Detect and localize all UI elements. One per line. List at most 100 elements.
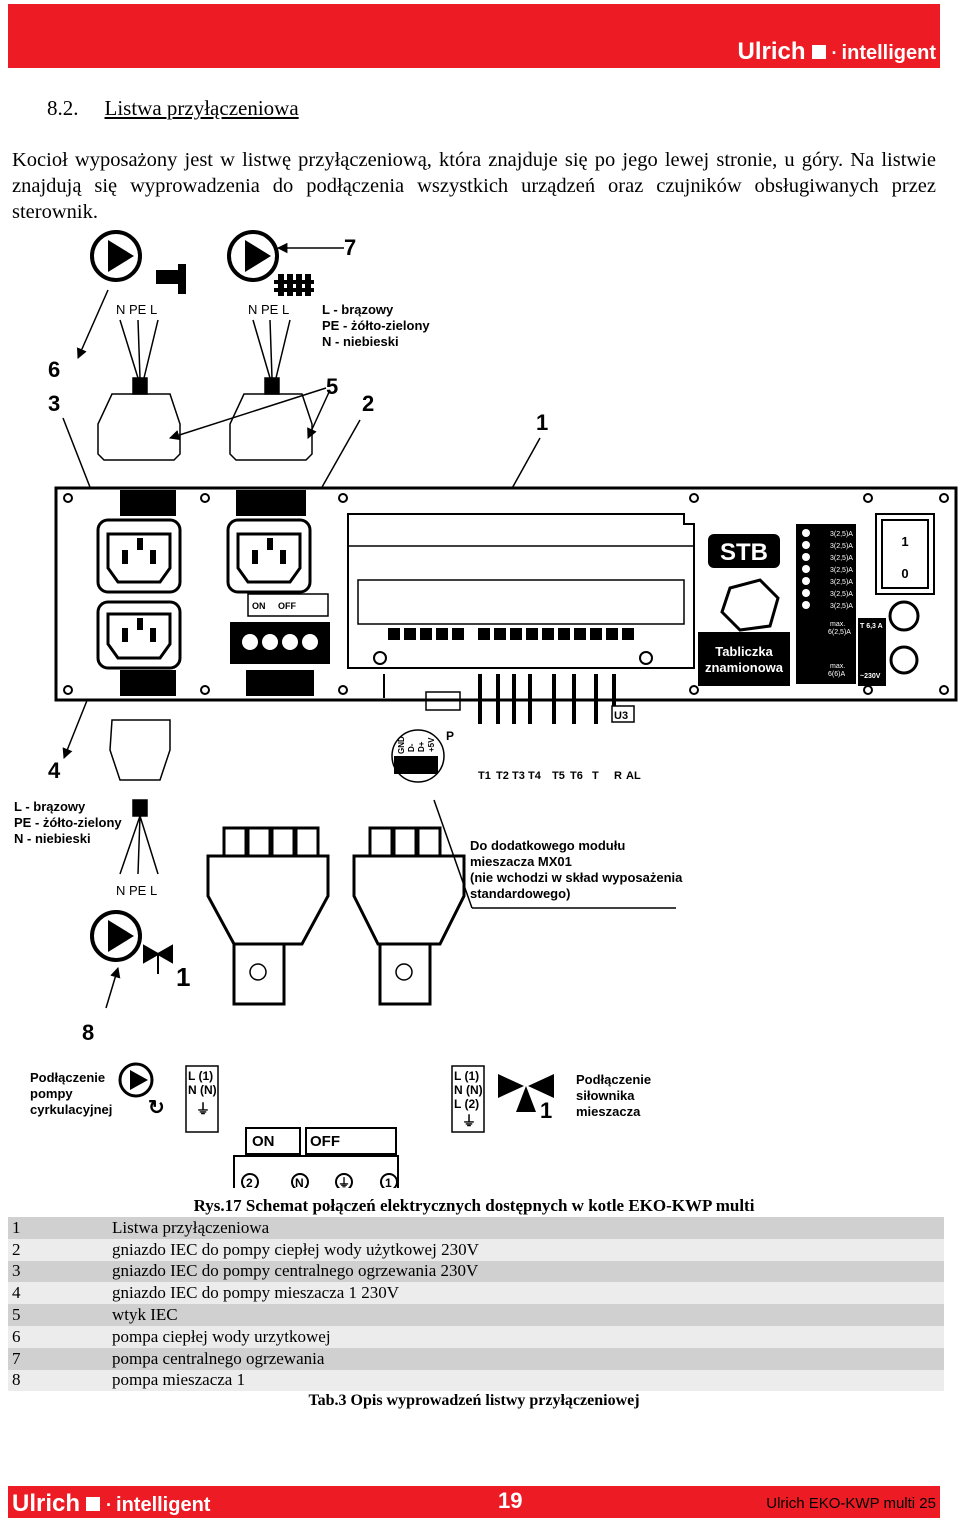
mixer-connection-label: Podłączenie siłownika mieszacza [576,1072,651,1119]
header-brand: Ulrich·intelligent [738,38,936,66]
svg-text:Podłączenie: Podłączenie [30,1070,105,1085]
svg-text:standardowego): standardowego) [470,886,570,901]
svg-text:siłownika: siłownika [576,1088,635,1103]
callout-8: 8 [82,1020,94,1045]
brand-tagline: intelligent [841,42,936,64]
svg-text:GND: GND [397,736,406,754]
svg-text:+5V: +5V [427,737,436,752]
switch-on-label: ON [252,1133,275,1150]
svg-text:T: T [592,770,599,782]
earth-icon: ⏚ [196,1101,210,1117]
mx01-note: Do dodatkowego modułu mieszacza MX01 (ni… [470,838,683,901]
svg-text:T2: T2 [496,770,509,782]
svg-text:mieszacza: mieszacza [576,1104,641,1119]
circulation-icon: ↻ [148,1097,165,1119]
footer-brand-square-icon [86,1496,101,1511]
plug-pins-bottom: N PE L [116,883,157,898]
svg-text:6(6)A: 6(6)A [828,671,845,678]
terminal-1: 1 [385,1176,392,1188]
iec-socket-ch [226,490,312,594]
intro-paragraph: Kocioł wyposażony jest w listwę przyłącz… [12,149,936,223]
footer-bar: Ulrich ·intelligent [8,1486,940,1518]
u3-label: U3 [614,710,628,722]
svg-text:T3: T3 [512,770,525,782]
dhw-pump-icon [90,230,186,294]
svg-text:OFF: OFF [278,601,296,611]
callout-4: 4 [48,758,61,783]
svg-text:ON: ON [252,601,266,611]
figure-caption: Rys.17 Schemat połączeń elektrycznych do… [193,1196,755,1215]
iec-socket-mixer [96,600,182,696]
terminal-2: 2 [246,1176,253,1188]
stb-label: STB [720,539,768,566]
mixer-terminal-l1: L (1) [454,1069,479,1083]
mixer-terminal-l2: L (2) [454,1097,479,1111]
svg-text:AL: AL [626,770,641,782]
svg-text:3(2,5)A: 3(2,5)A [830,555,853,562]
svg-text:1: 1 [540,1098,552,1123]
iec-socket-dhw [96,490,182,594]
switch-position-1: 1 [901,534,908,549]
footer-brand-dot-icon: · [106,1495,113,1515]
table-caption: Tab.3 Opis wyprowadzeń listwy przyłączen… [308,1392,640,1409]
pump-connection-label: Podłączenie pompy cyrkulacyjnej [30,1070,112,1117]
brand-square-icon [811,44,826,59]
pump-terminal-n: N (N) [188,1083,217,1097]
footer-brand-tagline: intelligent [116,1494,211,1516]
terminal-earth-icon: ⏚ [338,1176,350,1188]
svg-text:(nie wchodzi w skład wyposażen: (nie wchodzi w skład wyposażenia [470,870,683,885]
svg-text:3(2,5)A: 3(2,5)A [830,579,853,586]
brand-dot-icon: · [831,43,838,63]
svg-text:3(2,5)A: 3(2,5)A [830,567,853,574]
page-number: 19 [498,1488,523,1513]
svg-text:R: R [614,770,622,782]
switch-off-label: OFF [310,1133,340,1150]
svg-text:pompy: pompy [30,1086,73,1101]
svg-text:6(2,5)A: 6(2,5)A [828,629,851,636]
callout-3: 3 [48,391,60,416]
fuse-label: T 6,3 A [860,623,883,630]
svg-text:cyrkulacyjnej: cyrkulacyjnej [30,1102,112,1117]
svg-text:T5: T5 [552,770,565,782]
wire-legend-top-2: PE - żółto-zielony [322,318,430,333]
ch-pump-icon [227,230,314,296]
mx-plug-right [352,826,466,1006]
wire-legend-top-3: N - niebieski [322,334,399,349]
header-bar: Ulrich·intelligent [8,4,940,68]
svg-text:Do dodatkowego modułu: Do dodatkowego modułu [470,838,625,853]
footer-model: Ulrich EKO-KWP multi 25 [766,1495,936,1512]
mixer-number-1: 1 [176,962,190,992]
plug-left [97,319,181,461]
footer-brand-name: Ulrich [12,1490,81,1517]
plug-mixer [109,719,171,875]
callout-2: 2 [362,391,374,416]
svg-text:max.: max. [830,621,845,628]
svg-text:D-: D- [407,743,416,752]
switch-position-0: 0 [901,566,908,581]
svg-text:Podłączenie: Podłączenie [576,1072,651,1087]
callout-1: 1 [536,410,548,435]
p-label: P [446,729,454,743]
mixer-pump-icon: 1 [90,910,190,992]
plug-pins-left: N PE L [116,302,157,317]
callout-6: 6 [48,357,60,382]
wire-legend-bottom-3: N - niebieski [14,831,91,846]
svg-text:T6: T6 [570,770,583,782]
plug-right [229,319,313,461]
sensor-labels: T1 T2 T3 T4 T5 T6 T R AL [478,770,641,782]
svg-text:T4: T4 [528,770,542,782]
wire-legend-bottom-1: L - brązowy [14,799,86,814]
svg-text:3(2,5)A: 3(2,5)A [830,543,853,550]
mixer-valve-icon: 1 [498,1074,554,1123]
nameplate-line-1: Tabliczka [715,644,773,659]
pump-terminal-l: L (1) [188,1069,213,1083]
wire-legend-top-1: L - brązowy [322,302,394,317]
